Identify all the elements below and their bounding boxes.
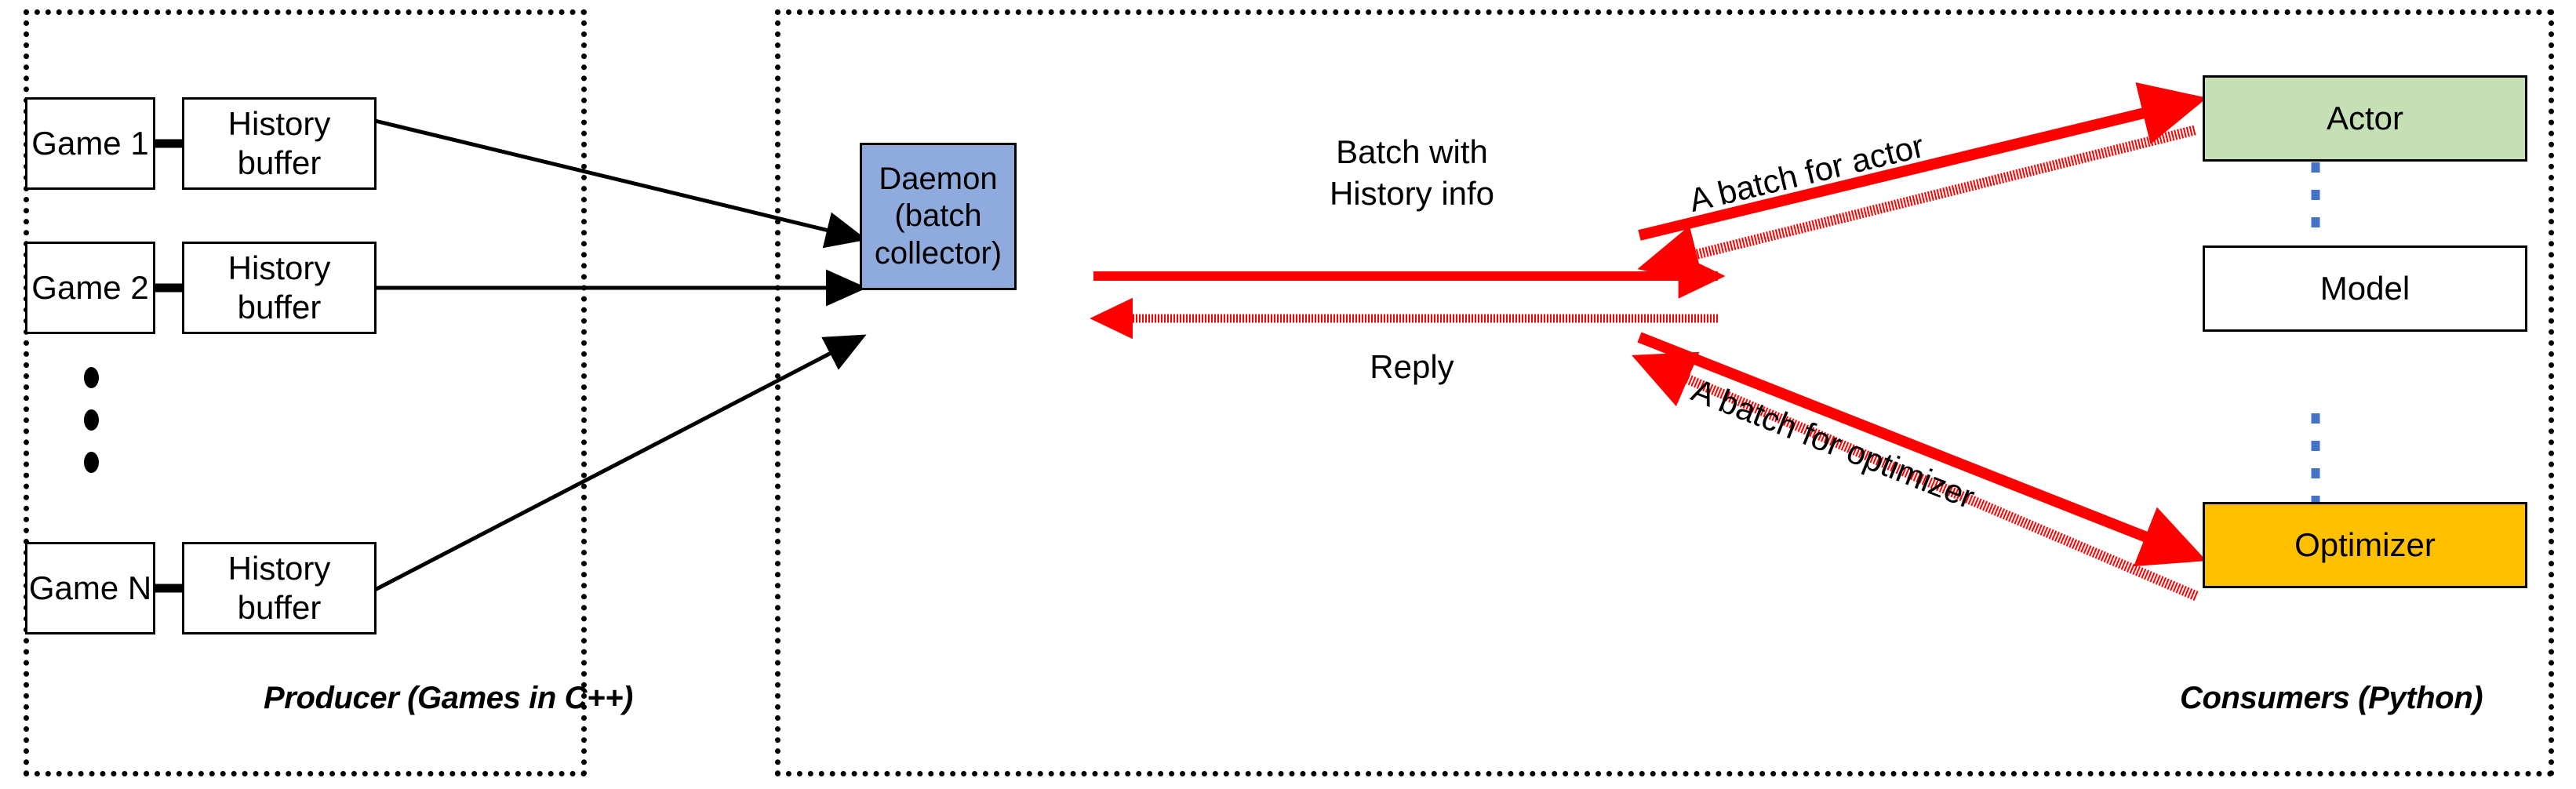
vertical-ellipsis [82,367,100,473]
ellipsis-dot-2 [83,409,99,431]
producer-caption: Producer (Games in C++) [264,681,633,715]
optimizer-reply-arrow [1632,351,2199,601]
reply-label: Reply [1370,348,1454,385]
game-to-buffer-links [154,139,184,593]
consumers-caption: Consumers (Python) [2180,681,2483,715]
history-buffer-box-2[interactable]: History buffer [182,242,377,334]
actor-box[interactable]: Actor [2203,75,2527,162]
producer-panel [24,9,587,776]
actor-batch-arrow [1638,82,2207,241]
ellipsis-dot-3 [83,452,99,473]
history-buffer-box-1[interactable]: History buffer [182,97,377,190]
optimizer-box[interactable]: Optimizer [2203,502,2527,588]
consumers-panel [775,9,2554,776]
optimizer-batch-arrow [1637,332,2207,567]
request-label: Batch with History info [1329,133,1495,212]
history-buffer-box-n[interactable]: History buffer [182,542,377,634]
model-box[interactable]: Model [2203,245,2527,332]
ellipsis-dot-1 [83,367,99,388]
game-box-n[interactable]: Game N [25,542,155,634]
game-box-2[interactable]: Game 2 [25,242,155,334]
game-box-1[interactable]: Game 1 [25,97,155,190]
daemon-box[interactable]: Daemon (batch collector) [860,143,1017,290]
